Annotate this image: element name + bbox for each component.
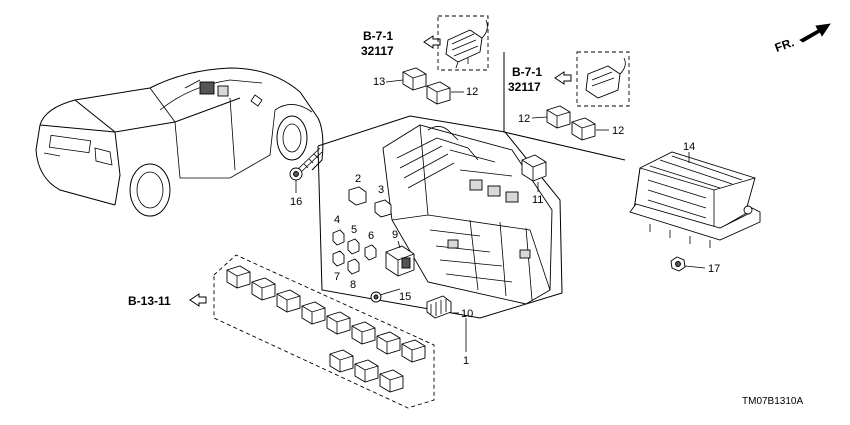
fuse-4[interactable] bbox=[332, 229, 345, 246]
part-3[interactable] bbox=[374, 199, 392, 218]
reference-section-right[interactable]: B-7-1 bbox=[512, 65, 542, 79]
callout-12-top: 12 bbox=[466, 86, 478, 98]
relay-item[interactable] bbox=[276, 289, 301, 313]
fuse-5[interactable] bbox=[347, 238, 360, 255]
relay-item[interactable] bbox=[301, 301, 326, 325]
relay-14[interactable] bbox=[402, 67, 427, 91]
relay-13[interactable] bbox=[546, 105, 571, 129]
fuse-relay-box[interactable] bbox=[382, 124, 553, 305]
callout-11: 11 bbox=[532, 194, 543, 206]
front-direction-indicator: FR. bbox=[773, 23, 831, 55]
vehicle-illustration bbox=[35, 67, 324, 217]
reference-top-group: B-7-1 32117 bbox=[361, 15, 489, 71]
control-module-15[interactable] bbox=[629, 151, 761, 248]
reference-section-top[interactable]: B-7-1 bbox=[363, 29, 393, 43]
callout-14: 13 bbox=[373, 76, 385, 88]
reference-arrow-right bbox=[554, 71, 572, 85]
fuse-8[interactable] bbox=[347, 258, 360, 275]
relay-item[interactable] bbox=[401, 339, 426, 363]
relay-group-box bbox=[213, 254, 435, 409]
reference-right-group: B-7-1 32117 bbox=[508, 51, 630, 107]
relay-item[interactable] bbox=[376, 331, 401, 355]
connector-right bbox=[585, 57, 626, 99]
callout-4: 4 bbox=[334, 214, 340, 226]
relay-item[interactable] bbox=[379, 369, 404, 393]
reference-section-left[interactable]: B-13-11 bbox=[128, 294, 171, 308]
callout-15: 14 bbox=[683, 141, 695, 153]
callout-17: 16 bbox=[290, 196, 302, 208]
reference-arrow-left bbox=[189, 293, 207, 307]
callout-9: 9 bbox=[392, 229, 398, 241]
relay-12-top[interactable] bbox=[426, 81, 451, 105]
callout-10: 10 bbox=[461, 308, 473, 320]
relay-item[interactable] bbox=[251, 277, 276, 301]
main-box-outline bbox=[317, 115, 563, 319]
relay-item[interactable] bbox=[329, 349, 354, 373]
callout-2: 2 bbox=[355, 173, 361, 185]
callout-13: 12 bbox=[518, 113, 530, 125]
reference-code-right[interactable]: 32117 bbox=[508, 80, 541, 94]
relay-item[interactable] bbox=[326, 311, 351, 335]
callout-12-right: 12 bbox=[612, 125, 624, 137]
relay-11[interactable] bbox=[521, 154, 547, 182]
relay-item[interactable] bbox=[226, 265, 251, 289]
connector-top bbox=[445, 19, 488, 69]
connector-detail-box-top bbox=[437, 15, 489, 71]
callout-6: 6 bbox=[368, 230, 374, 242]
relay-group bbox=[226, 265, 426, 393]
relay-item[interactable] bbox=[354, 359, 379, 383]
callout-8: 8 bbox=[350, 279, 356, 291]
callout-18: 17 bbox=[708, 263, 720, 275]
reference-arrow-top bbox=[423, 35, 441, 49]
reference-code-top[interactable]: 32117 bbox=[361, 44, 394, 58]
fuse-6[interactable] bbox=[364, 244, 377, 261]
callout-16: 15 bbox=[399, 291, 411, 303]
callout-3: 3 bbox=[378, 184, 384, 196]
callout-1: 1 bbox=[463, 355, 469, 367]
front-arrow-icon bbox=[799, 23, 831, 43]
bolt-16[interactable] bbox=[370, 288, 401, 303]
part-9[interactable] bbox=[385, 245, 415, 277]
callout-7: 7 bbox=[334, 271, 340, 283]
direction-label: FR. bbox=[773, 35, 796, 55]
relay-item[interactable] bbox=[351, 321, 376, 345]
bolt-17[interactable] bbox=[289, 147, 323, 181]
connector-detail-box-right bbox=[576, 51, 630, 107]
callout-5: 5 bbox=[351, 224, 357, 236]
part-2[interactable] bbox=[348, 186, 367, 206]
nut-18[interactable] bbox=[670, 256, 686, 272]
relay-12-right[interactable] bbox=[571, 117, 596, 141]
diagram-code: TM07B1310A bbox=[742, 396, 803, 407]
connector-10[interactable] bbox=[426, 295, 452, 319]
fuse-7[interactable] bbox=[332, 250, 345, 267]
